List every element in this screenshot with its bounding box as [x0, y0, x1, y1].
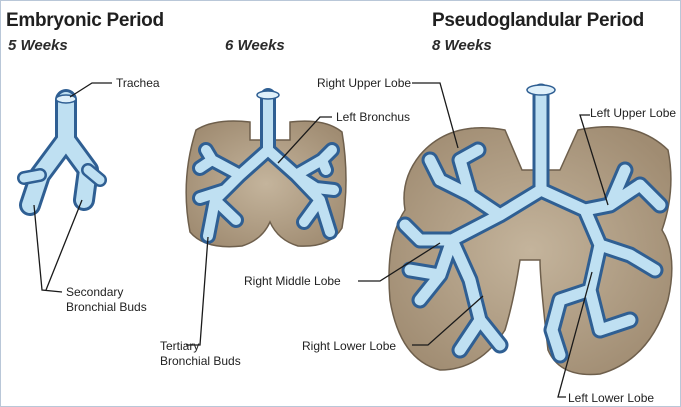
label-right-upper-lobe: Right Upper Lobe: [317, 76, 411, 90]
lung-6-weeks: [186, 91, 346, 247]
label-secondary-line1: Secondary: [66, 285, 123, 299]
label-left-lower-lobe: Left Lower Lobe: [568, 391, 654, 405]
lung-8-weeks: [389, 85, 672, 375]
leader-secondary-left: [34, 205, 62, 292]
label-tertiary-line2: Bronchial Buds: [160, 354, 241, 368]
label-left-bronchus: Left Bronchus: [336, 110, 410, 124]
label-secondary-line2: Bronchial Buds: [66, 300, 147, 314]
label-trachea: Trachea: [116, 76, 160, 90]
lung-bud-5-weeks: [24, 95, 100, 205]
label-right-lower-lobe: Right Lower Lobe: [302, 339, 396, 353]
label-left-upper-lobe: Left Upper Lobe: [590, 106, 676, 120]
label-tertiary-line1: Tertiary: [160, 339, 199, 353]
leader-trachea: [70, 83, 112, 97]
leader-secondary-right: [46, 200, 82, 290]
label-right-middle-lobe: Right Middle Lobe: [244, 274, 341, 288]
leader-tertiary: [186, 237, 208, 345]
